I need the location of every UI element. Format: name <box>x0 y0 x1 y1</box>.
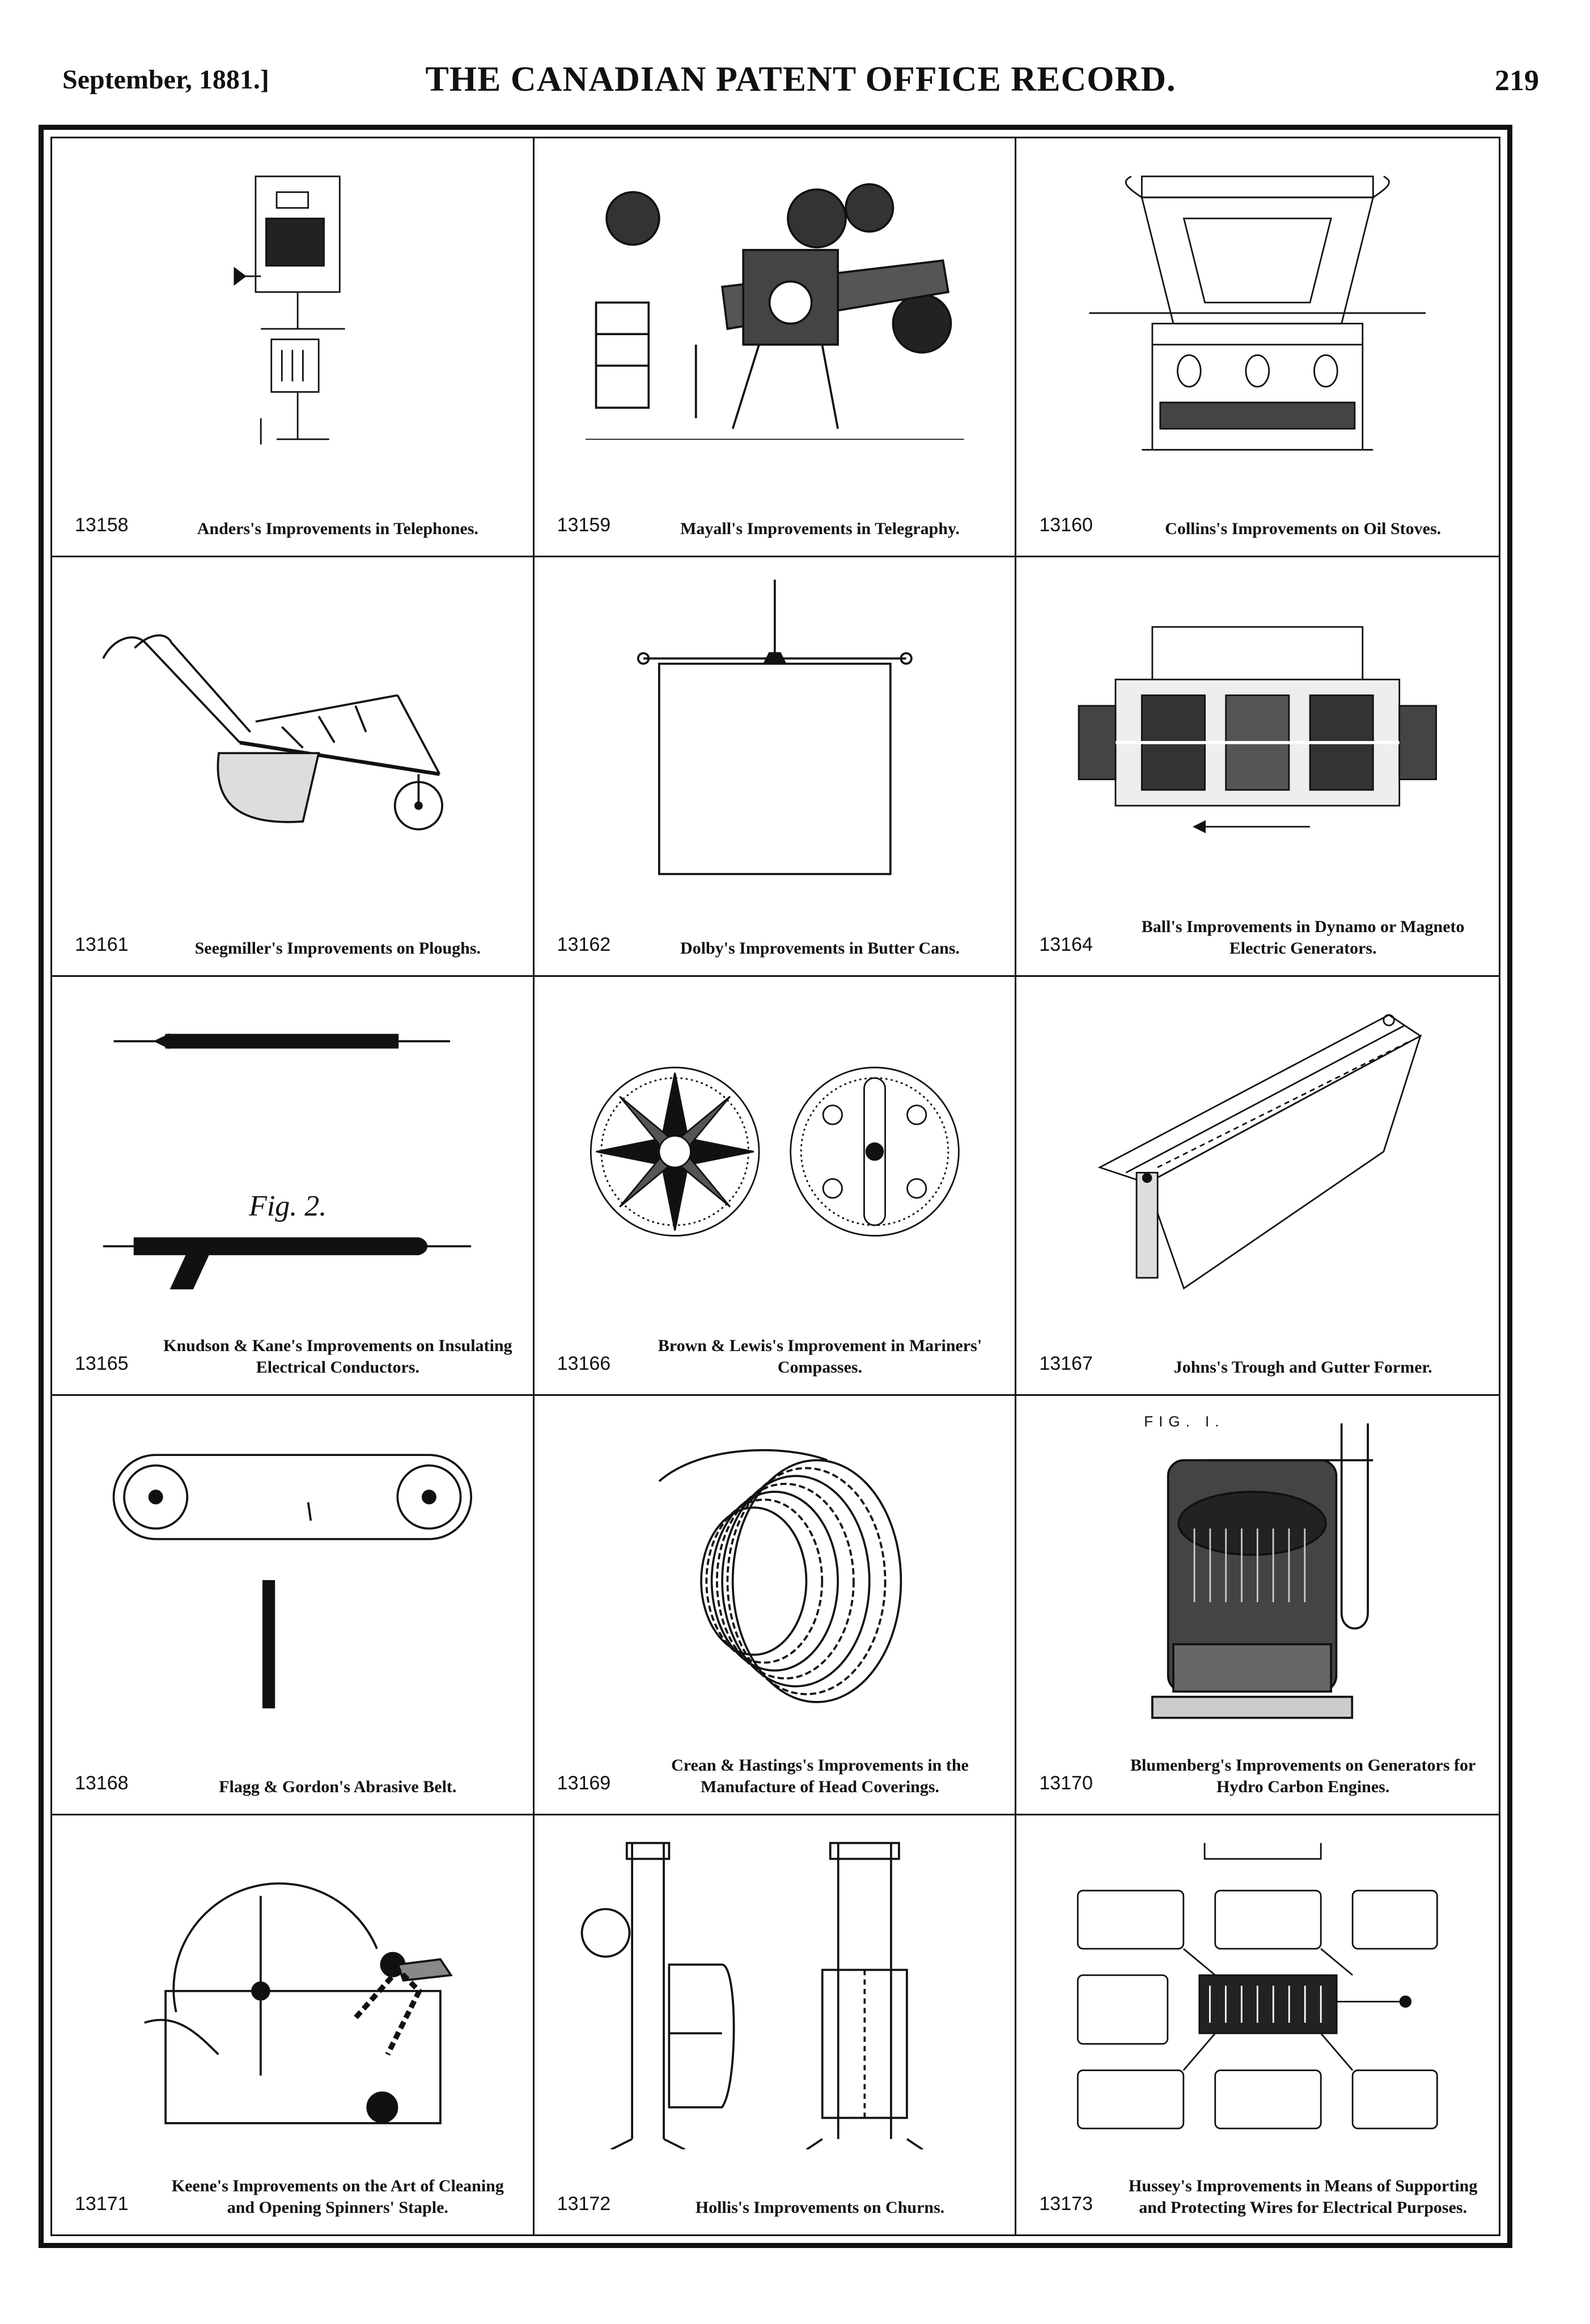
patent-title: Brown & Lewis's Improvement in Mariners'… <box>658 1336 982 1377</box>
publication-title: THE CANADIAN PATENT OFFICE RECORD. <box>425 60 1176 99</box>
patent-cell: 13167 Johns's Trough and Gutter Former. <box>1016 977 1499 1396</box>
patent-number: 13161 <box>75 933 129 955</box>
patent-number: 13158 <box>75 514 129 536</box>
wire-support-drawing-icon <box>1039 1832 1476 2149</box>
patent-cell: 13169 Crean & Hastings's Improvements in … <box>534 1396 1017 1815</box>
patent-title: Anders's Improvements in Telephones. <box>197 519 478 539</box>
patent-cell: 13161 Seegmiller's Improvements on Plough… <box>52 557 535 977</box>
trough-drawing-icon <box>1039 994 1476 1309</box>
conductor-drawing-icon: Fig. 2. <box>75 994 510 1309</box>
compass-drawing-icon <box>557 994 993 1309</box>
patent-title: Hollis's Improvements on Churns. <box>695 2198 945 2217</box>
patent-cell: 13171 Keene's Improvements on the Art of … <box>52 1815 535 2234</box>
patent-number: 13173 <box>1039 2193 1093 2215</box>
page-header: September, 1881.] THE CANADIAN PATENT OF… <box>62 60 1539 111</box>
patent-cell: 13164 Ball's Improvements in Dynamo or Ma… <box>1016 557 1499 977</box>
generator-drawing-icon: FIG. I. <box>1039 1413 1476 1728</box>
patent-number: 13172 <box>557 2193 611 2215</box>
patent-number: 13166 <box>557 1353 611 1375</box>
cleaning-machine-drawing-icon <box>75 1832 510 2149</box>
dynamo-drawing-icon <box>1039 574 1476 890</box>
patent-number: 13169 <box>557 1772 611 1794</box>
patent-title: Hussey's Improvements in Means of Suppor… <box>1128 2177 1478 2217</box>
patent-cell: 13158 Anders's Improvements in Telephones… <box>52 138 535 558</box>
patent-cell: 13166 Brown & Lewis's Improvement in Mari… <box>534 976 1017 1396</box>
patent-title: Dolby's Improvements in Butter Cans. <box>680 938 960 958</box>
patent-figure-grid: 13158 Anders's Improvements in Telephones… <box>50 137 1500 2236</box>
patent-title: Seegmiller's Improvements on Ploughs. <box>194 938 481 958</box>
oil-stove-drawing-icon <box>1039 155 1476 471</box>
patent-number: 13168 <box>75 1772 129 1794</box>
patent-title: Collins's Improvements on Oil Stoves. <box>1165 519 1441 539</box>
patent-title: Mayall's Improvements in Telegraphy. <box>680 519 960 539</box>
plough-drawing-icon <box>75 574 510 890</box>
abrasive-belt-drawing-icon <box>75 1413 510 1728</box>
patent-cell: 13162 Dolby's Improvements in Butter Cans… <box>534 557 1017 977</box>
page-number: 219 <box>1495 65 1539 97</box>
patent-cell: FIG. I. 13170 Blumenberg's Improvements o… <box>1016 1396 1499 1815</box>
butter-can-drawing-icon <box>557 574 993 890</box>
figure-frame: 13158 Anders's Improvements in Telephones… <box>39 125 1512 2248</box>
patent-title: Ball's Improvements in Dynamo or Magneto… <box>1141 917 1465 958</box>
patent-cell: Fig. 2. 13165 Knudson & Kane's Improvemen… <box>52 976 535 1396</box>
telephone-drawing-icon <box>75 155 510 471</box>
patent-title: Keene's Improvements on the Art of Clean… <box>171 2177 504 2217</box>
patent-cell: 13172 Hollis's Improvements on Churns. <box>535 1815 1017 2234</box>
patent-cell: 13173 Hussey's Improvements in Means of S… <box>1016 1815 1499 2234</box>
patent-number: 13162 <box>557 933 611 955</box>
patent-cell: 13168 Flagg & Gordon's Abrasive Belt. <box>52 1396 535 1815</box>
patent-number: 13171 <box>75 2193 129 2215</box>
patent-title: Knudson & Kane's Improvements on Insulat… <box>163 1336 512 1377</box>
telegraph-machine-drawing-icon <box>557 155 993 471</box>
patent-cell: 13160 Collins's Improvements on Oil Stove… <box>1016 138 1499 558</box>
issue-date: September, 1881.] <box>62 65 269 95</box>
patent-title: Johns's Trough and Gutter Former. <box>1173 1358 1432 1377</box>
head-covering-drawing-icon <box>557 1413 993 1728</box>
churn-drawing-icon <box>557 1832 993 2151</box>
patent-number: 13160 <box>1039 514 1093 536</box>
patent-number: 13165 <box>75 1353 129 1375</box>
patent-number: 13167 <box>1039 1353 1093 1375</box>
patent-number: 13164 <box>1039 933 1093 955</box>
patent-title: Blumenberg's Improvements on Generators … <box>1130 1755 1476 1796</box>
patent-number: 13159 <box>557 514 611 536</box>
patent-cell: 13159 Mayall's Improvements in Telegraphy… <box>534 138 1017 558</box>
figure-label: FIG. I. <box>1144 1413 1225 1430</box>
patent-number: 13170 <box>1039 1772 1093 1794</box>
figure-label: Fig. 2. <box>249 1189 327 1222</box>
patent-title: Crean & Hastings's Improvements in the M… <box>671 1755 969 1796</box>
patent-title: Flagg & Gordon's Abrasive Belt. <box>219 1777 457 1796</box>
